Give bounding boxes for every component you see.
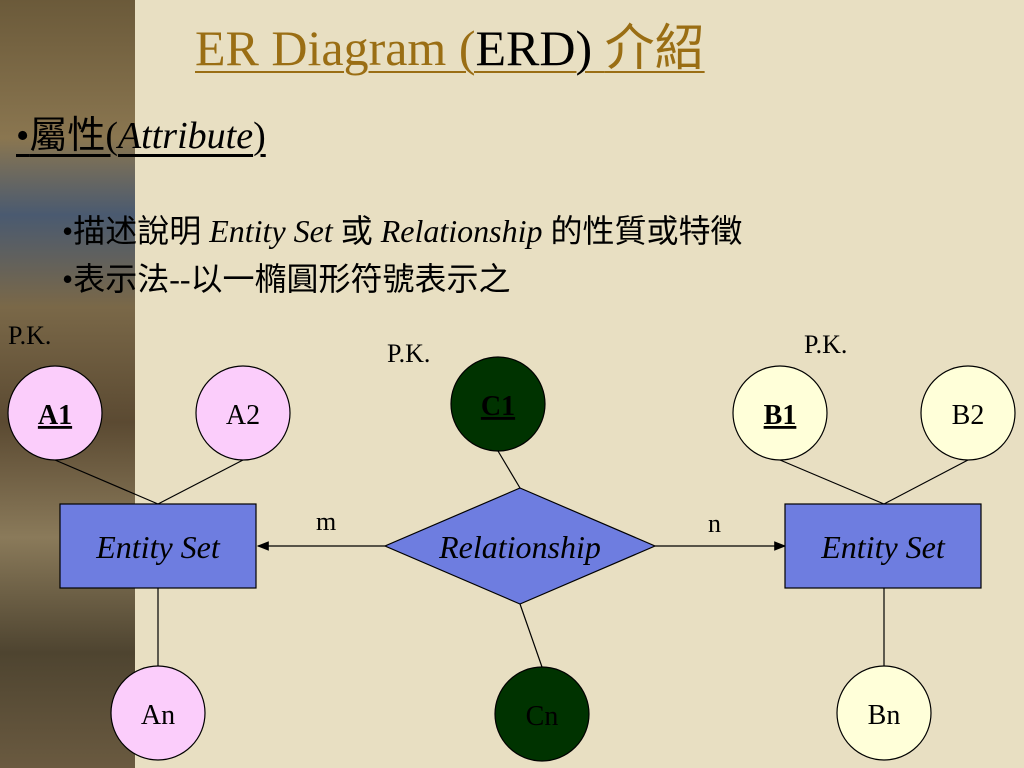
bullet-text: 表示法--以一橢圓形符號表示之 (73, 261, 511, 297)
edge-a1-entity (54, 459, 159, 505)
attribute-an (110, 665, 206, 761)
bullet-description: •描述說明 Entity Set 或 Relationship 的性質或特徵 (62, 206, 743, 252)
edge-cn-rel (519, 603, 543, 668)
pk-label-c: P.K. (387, 339, 430, 368)
heading-italic: Attribute (117, 115, 254, 157)
cardinality-m: m (316, 507, 336, 536)
title-suffix: 介紹 (604, 20, 705, 76)
attribute-a2 (195, 365, 291, 461)
bullet-text-italic: Entity Set (209, 213, 333, 249)
heading-bullet: • (16, 115, 30, 157)
title-accent: ERD) (475, 20, 605, 76)
relationship-diamond (383, 487, 657, 605)
title-prefix: ER Diagram ( (195, 20, 476, 76)
attribute-b1 (732, 365, 828, 461)
attribute-b2 (920, 365, 1016, 461)
entity-set-right (784, 503, 982, 589)
edge-b2-entity (883, 459, 969, 505)
attribute-an-label: An (141, 700, 175, 731)
edge-b1-entity (779, 459, 885, 505)
bullet-text: 或 (332, 213, 381, 249)
attribute-a1-label: A1 (38, 400, 72, 431)
attribute-heading: •屬性(Attribute) (16, 104, 266, 159)
bullet-notation: •表示法--以一橢圓形符號表示之 (62, 254, 511, 300)
attribute-a1 (7, 365, 103, 461)
edge-c1-rel (497, 450, 521, 489)
edge-a2-entity (157, 459, 244, 505)
attribute-a2-label: A2 (226, 400, 260, 431)
slide-title: ER Diagram (ERD) 介紹 (195, 8, 705, 80)
heading-prefix: 屬性( (29, 115, 118, 157)
entity-set-left (59, 503, 257, 589)
attribute-bn-label: Bn (868, 700, 901, 731)
bullet-text-italic: Relationship (380, 213, 543, 249)
heading-suffix: ) (253, 115, 266, 157)
attribute-c1-label: C1 (481, 391, 515, 422)
entity-set-right-label: Entity Set (820, 529, 946, 565)
pk-label-a: P.K. (8, 321, 51, 350)
cardinality-n: n (708, 509, 721, 538)
bullet-text: 的性質或特徵 (542, 213, 743, 249)
attribute-cn-label: Cn (526, 701, 559, 732)
pk-label-b: P.K. (804, 330, 847, 359)
entity-set-left-label: Entity Set (95, 529, 221, 565)
relationship-label: Relationship (438, 529, 601, 565)
attribute-b1-label: B1 (764, 400, 797, 431)
bullet-marker: • (62, 261, 74, 297)
attribute-b2-label: B2 (952, 400, 985, 431)
bullet-text: 描述說明 (73, 213, 210, 249)
attribute-c1 (450, 356, 546, 452)
attribute-cn (494, 666, 590, 762)
bullet-marker: • (62, 213, 74, 249)
attribute-bn (836, 665, 932, 761)
